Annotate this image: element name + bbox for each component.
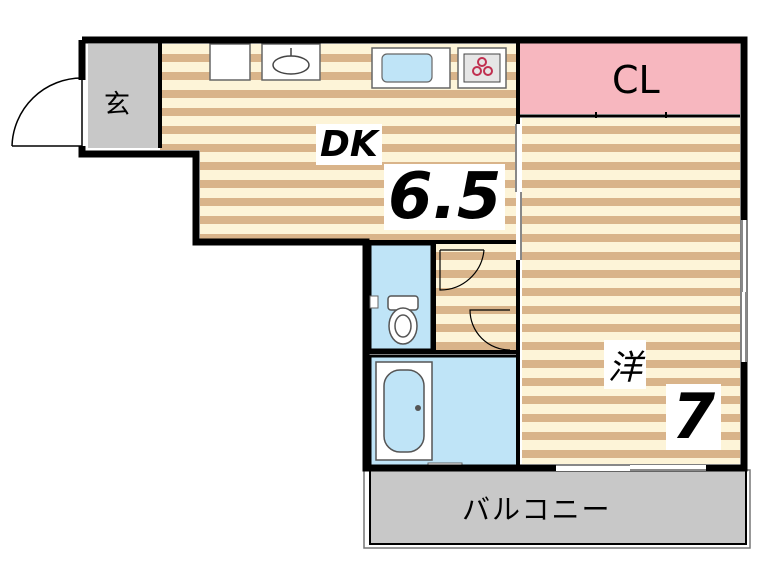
entry-label: 玄 [104, 90, 131, 120]
sliding-doors [515, 124, 747, 471]
sink-icon [261, 43, 321, 81]
balcony-label: バルコニー [462, 493, 612, 526]
hall-door-swings [439, 249, 511, 351]
stove-icon [457, 47, 507, 89]
toilet-icon [387, 295, 419, 345]
balcony-area [369, 469, 747, 545]
dk-label: DK [316, 124, 382, 165]
door-swing-icon [11, 77, 83, 147]
western-room-label: 洋 [604, 340, 646, 389]
entry-floor [88, 44, 160, 148]
closet-area [518, 42, 740, 114]
western-room-size-label: 7 [666, 384, 722, 450]
hall-floor [436, 244, 518, 350]
fridge-icon [371, 47, 451, 89]
dk-size-label: 6.5 [384, 164, 506, 230]
bathtub-icon [375, 361, 433, 461]
closet-label: CL [612, 58, 660, 102]
kitchen-counter [209, 43, 507, 89]
